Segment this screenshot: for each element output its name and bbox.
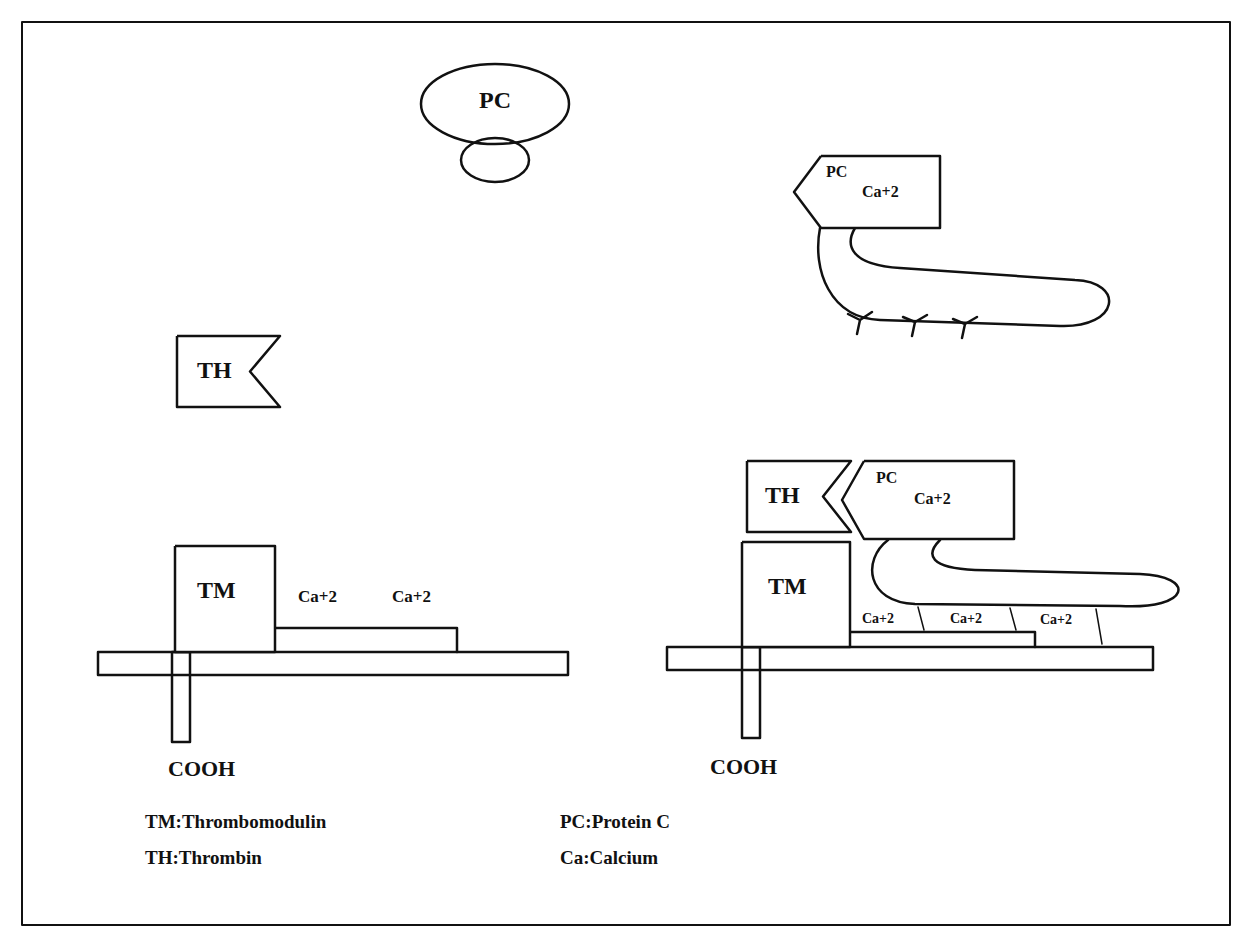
ion-label: Ca+2 (392, 588, 431, 605)
node-text: PC (479, 88, 511, 112)
node-shape (842, 461, 1014, 539)
ion-label: Ca+2 (950, 612, 982, 626)
node-text: TM (197, 578, 236, 602)
node-text: PC (826, 164, 847, 180)
abbreviation-key: TH:Thrombin (145, 848, 262, 867)
membrane (667, 647, 1153, 670)
frame (22, 22, 1230, 925)
gla-residues (848, 312, 977, 338)
thrombomodulin-egf-domain (850, 632, 1035, 647)
node-shape (421, 64, 569, 144)
protein-c-ellipse: PC (420, 63, 570, 145)
abbreviation-key: Ca:Calcium (560, 848, 658, 867)
gla-domain (818, 228, 1109, 326)
ion-label: Ca+2 (298, 588, 337, 605)
thrombin-shape: TH (747, 461, 851, 532)
node-shape (747, 461, 851, 532)
node-text: TM (768, 574, 807, 598)
node-text: TH (197, 358, 232, 382)
transmembrane-segment (742, 647, 760, 738)
node-shape (177, 336, 280, 407)
calcium-bridge (918, 607, 1102, 644)
thrombin-shape: TH (177, 336, 280, 407)
thrombomodulin-box: TM (175, 546, 275, 652)
membrane (98, 652, 568, 675)
transmembrane-segment (172, 652, 190, 742)
node-text: Ca+2 (914, 491, 951, 507)
node-shape (794, 156, 940, 228)
node-text: PC (876, 470, 897, 486)
terminus-label: COOH (168, 758, 235, 780)
protein-c-shape: PC Ca+2 (842, 461, 1014, 539)
abbreviation-key: PC:Protein C (560, 812, 670, 831)
ion-label: Ca+2 (862, 612, 894, 626)
thrombomodulin-egf-domain (275, 628, 457, 652)
protein-c-shape: PC Ca+2 (794, 156, 940, 228)
terminus-label: COOH (710, 756, 777, 778)
thrombomodulin-box: TM (742, 542, 850, 647)
abbreviation-key: TM:Thrombomodulin (145, 812, 326, 831)
ion-label: Ca+2 (1040, 613, 1072, 627)
node-text: Ca+2 (862, 184, 899, 200)
gla-domain (872, 540, 1178, 606)
node-shape (742, 542, 850, 647)
node-text: TH (765, 483, 800, 507)
node-shape (175, 546, 275, 652)
